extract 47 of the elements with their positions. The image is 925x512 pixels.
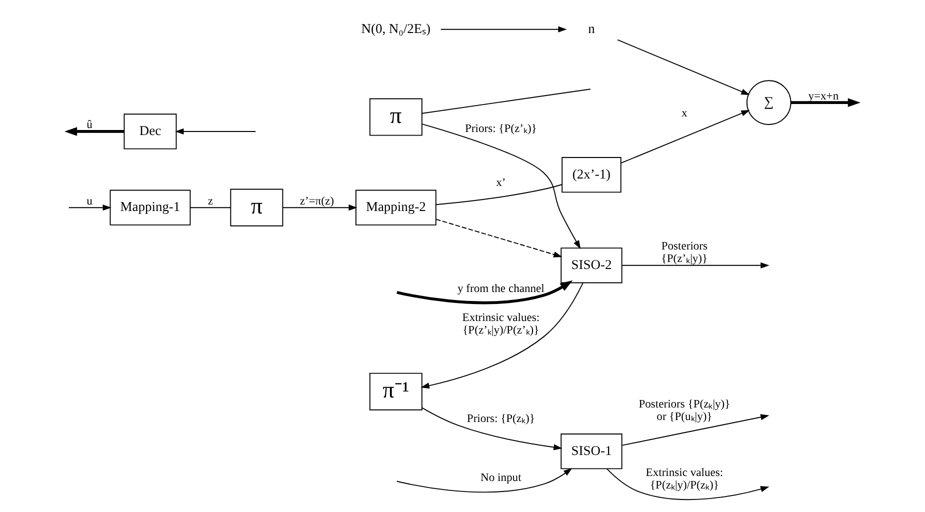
arrow xyxy=(421,407,562,450)
node-box: Mapping-2 xyxy=(355,190,436,226)
node-box: π xyxy=(230,188,284,226)
edge-label: y=x+n xyxy=(808,89,839,102)
arrow xyxy=(396,468,572,493)
node-box: Mapping-1 xyxy=(110,190,191,226)
connector xyxy=(190,207,232,208)
arrow xyxy=(420,282,584,389)
edge-label: u xyxy=(86,194,92,208)
edge-label: Priors: {P(zₖ)} xyxy=(466,412,535,426)
node-box: SISO-2 xyxy=(560,248,622,284)
edge-label: x’ xyxy=(496,176,506,190)
node-text: n xyxy=(588,20,595,36)
arrow xyxy=(64,127,124,136)
node-box: π⁻¹ xyxy=(369,372,422,410)
arrow xyxy=(282,204,358,211)
node-box: (2x’-1) xyxy=(562,157,622,193)
arrow xyxy=(422,124,581,250)
arrow xyxy=(622,414,770,446)
edge-label: y from the channel xyxy=(457,282,544,295)
arrow xyxy=(68,204,112,211)
node-circle: ∑ xyxy=(746,80,792,125)
arrow xyxy=(617,39,750,96)
connector xyxy=(422,88,591,114)
edge-label: Posteriors {P(zₖ|y)} or {P(uₖ|y)} xyxy=(638,398,730,424)
arrow xyxy=(440,26,567,32)
connector xyxy=(436,184,563,206)
edge-label: Extrinsic values: {P(zₖ|y)/P(zₖ)} xyxy=(646,466,724,492)
arrow xyxy=(175,128,256,135)
arrow xyxy=(606,468,770,500)
arrow xyxy=(790,98,860,107)
edge-label: û xyxy=(86,118,92,132)
arrow xyxy=(436,218,562,258)
edge-label: z’=π(z) xyxy=(300,194,334,208)
arrow xyxy=(622,262,770,268)
edge-label: z xyxy=(208,194,214,208)
node-box: Dec xyxy=(124,114,177,150)
edge-label: No input xyxy=(480,470,522,484)
edge-label: Priors: {P(z’ₖ)} xyxy=(464,122,537,136)
node-box: SISO-1 xyxy=(560,434,622,470)
node-box: π xyxy=(369,98,422,136)
edge-label: x xyxy=(682,106,688,120)
edge-label: Posteriors {P(z’ₖ|y)} xyxy=(661,240,708,266)
node-text: N(0, N₀/2Eₛ) xyxy=(361,20,431,36)
arrow xyxy=(396,280,573,304)
edge-label: Extrinsic values: {P(z’ₖ|y)/P(z’ₖ)} xyxy=(462,310,540,336)
arrow xyxy=(620,110,750,164)
